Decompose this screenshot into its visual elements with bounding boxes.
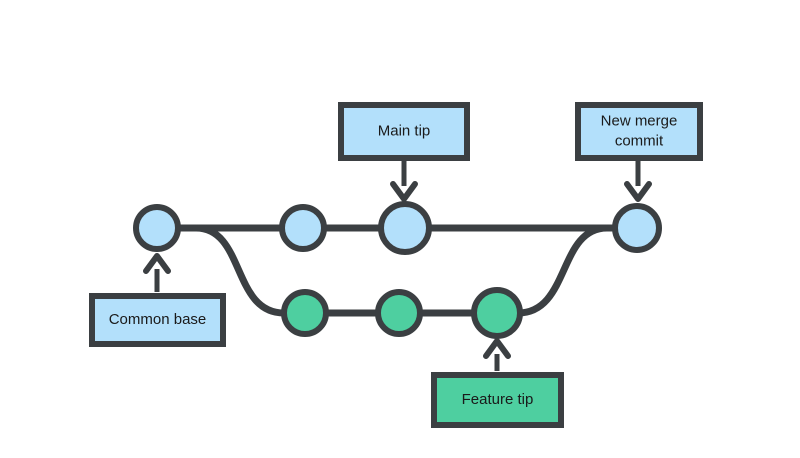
commit-node-feature-2[interactable]: [375, 289, 423, 337]
commit-node-main-1[interactable]: [279, 204, 327, 252]
new-merge-commit-arrow-icon: [624, 161, 652, 202]
callout-box-main-tip[interactable]: [338, 102, 470, 161]
feature-tip-arrow-head: [483, 338, 511, 359]
callout-box-new-merge-commit[interactable]: [575, 102, 703, 161]
edge-branch-off: [192, 224, 288, 317]
main-tip-arrow-head: [390, 181, 418, 202]
commit-node-feature-1[interactable]: [281, 289, 329, 337]
callout-feature-tip[interactable]: Feature tip: [431, 372, 564, 428]
commit-node-base[interactable]: [133, 204, 181, 252]
callout-label-main-tip: Main tip: [378, 122, 431, 139]
edge-merge-back: [514, 224, 611, 317]
new-merge-commit-arrow-head: [624, 181, 652, 202]
commit-node-merge[interactable]: [612, 203, 662, 253]
commit-node-main-tip[interactable]: [378, 201, 432, 255]
callout-new-merge-commit[interactable]: New merge commit: [575, 102, 703, 161]
callout-label-feature-tip: Feature tip: [462, 391, 534, 408]
feature-tip-arrow-icon: [483, 338, 511, 371]
callout-common-base[interactable]: Common base: [89, 293, 226, 347]
callout-label-new-merge-commit: New merge: [601, 112, 678, 129]
common-base-arrow-icon: [143, 253, 171, 292]
callout-box-feature-tip[interactable]: [431, 372, 564, 428]
callout-main-tip[interactable]: Main tip: [338, 102, 470, 161]
common-base-arrow-head: [143, 253, 171, 274]
callout-label-new-merge-commit: commit: [615, 132, 664, 149]
main-tip-arrow-icon: [390, 161, 418, 202]
commit-node-group: [133, 201, 662, 339]
callout-box-common-base[interactable]: [89, 293, 226, 347]
callout-label-common-base: Common base: [109, 311, 207, 328]
commit-node-feature-tip[interactable]: [471, 287, 523, 339]
